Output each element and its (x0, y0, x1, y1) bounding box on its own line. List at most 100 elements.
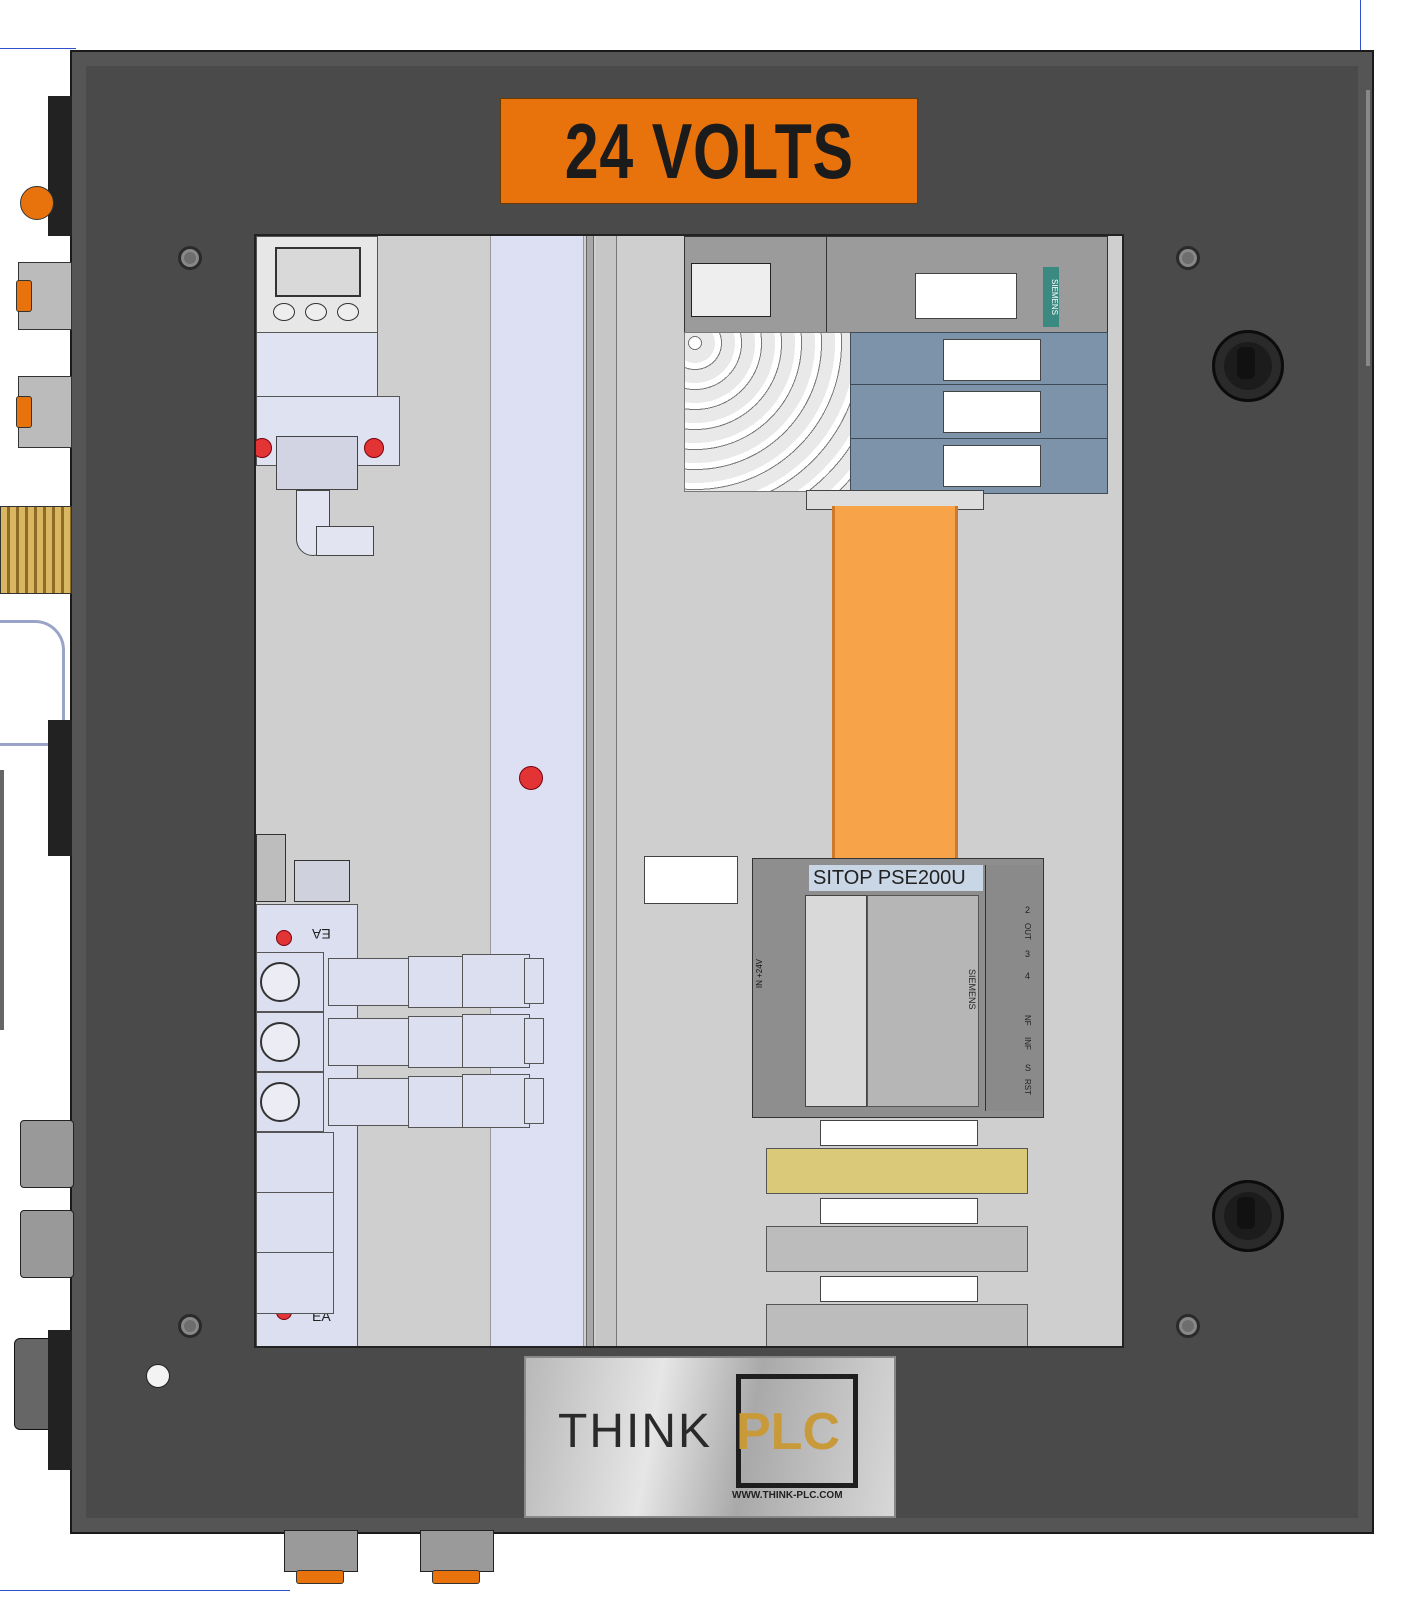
solenoid-valve (256, 1072, 546, 1132)
left-side-panel-block (48, 1330, 72, 1470)
plc-cpu-connector (684, 236, 828, 334)
left-side-panel-block (48, 720, 72, 856)
cable-grommet-icon (1212, 330, 1284, 402)
solenoid-cap (524, 958, 544, 1004)
solenoid-cap (524, 1078, 544, 1124)
solenoid-cap (524, 1018, 544, 1064)
solenoid-coil (328, 1018, 410, 1066)
io-terminal-block (684, 332, 852, 492)
left-side-conduit (0, 770, 4, 1030)
solenoid-connector (462, 1014, 530, 1068)
bottom-cable-gland-icon (420, 1530, 494, 1572)
mounting-point-dot (276, 930, 292, 946)
corner-screw-icon (178, 1314, 202, 1338)
solenoid-valve (256, 1012, 546, 1072)
psu-brand: SIEMENS (967, 969, 977, 1010)
psu-front-panel (805, 895, 867, 1107)
terminal-marker-strip (820, 1120, 978, 1146)
white-status-dot (146, 1364, 170, 1388)
manifold-port-label: EA (312, 926, 331, 942)
corner-screw-icon (178, 246, 202, 270)
up-arrow-icon[interactable] (273, 303, 295, 321)
io-label-slot (943, 445, 1041, 487)
m12-connector-icon (20, 1120, 74, 1188)
left-side-panel-block (48, 96, 72, 236)
terminal-block-row (766, 1304, 1028, 1346)
manifold-fitting-icon (294, 860, 350, 902)
wire-duct (832, 506, 958, 858)
valve-port-icon (260, 1082, 300, 1122)
plc-brand-strip: SIEMENS (1043, 267, 1059, 327)
cable-grommet-icon (1212, 1180, 1284, 1252)
manifold-station (256, 1192, 334, 1254)
terminal-block-row (766, 1226, 1028, 1272)
cad-guide-line-top (0, 48, 76, 49)
io-label-slot (943, 339, 1041, 381)
power-plug-icon (691, 263, 771, 317)
rail-divider (586, 236, 594, 1346)
rail-divider (596, 236, 617, 1346)
m12-connector-icon (20, 1210, 74, 1278)
solenoid-coil (408, 1016, 464, 1068)
manifold-block (256, 834, 286, 902)
psu-terminal-label: RST (1023, 1079, 1032, 1095)
solenoid-coil (328, 958, 410, 1006)
voltage-warning-label: 24 VOLTS (500, 98, 918, 204)
logo-think-text: THINK (558, 1405, 712, 1458)
bottom-cable-gland-icon (284, 1530, 358, 1572)
psu-terminal-strip (985, 865, 1042, 1111)
io-label-slot (943, 391, 1041, 433)
valve-port-icon (260, 1022, 300, 1062)
bottom-cable-gland-tip (296, 1570, 344, 1584)
controller-display (275, 247, 361, 297)
voltage-label-text: 24 VOLTS (564, 106, 854, 195)
valve-port-icon (260, 962, 300, 1002)
psu-terminal-label: 2 (1025, 905, 1031, 915)
psu-terminal-label: NF (1023, 1015, 1032, 1026)
mounting-point-dot (364, 438, 384, 458)
bottom-cable-gland-tip (432, 1570, 480, 1584)
nameplate-url: WWW.THINK-PLC.COM (732, 1490, 843, 1501)
viewing-window: EA EA SIEMENS (254, 234, 1124, 1348)
down-arrow-icon[interactable] (337, 303, 359, 321)
mounting-point-dot (256, 438, 272, 458)
m12-connector-tip (16, 280, 32, 312)
m12-connector-tip (16, 396, 32, 428)
power-supply: SITOP PSE200U SIEMENS IN +24V 2 OUT 3 4 … (752, 858, 1044, 1118)
psu-led-panel (867, 895, 979, 1107)
solenoid-coil (408, 1076, 464, 1128)
cpu-label-slot (915, 273, 1017, 319)
manifold-station (256, 1252, 334, 1314)
cad-guide-line-right (1360, 0, 1361, 52)
solenoid-connector (462, 1074, 530, 1128)
logo-frame (736, 1374, 858, 1488)
io-module (850, 332, 1108, 386)
psu-terminal-label: OUT (1023, 923, 1032, 940)
manifold-station (256, 1132, 334, 1194)
terminal-block-row (766, 1148, 1028, 1194)
psu-terminal-label: S (1025, 1063, 1032, 1073)
m12-connector-icon (20, 186, 54, 220)
cad-guide-line-bottom (0, 1590, 290, 1591)
left-side-bracket (0, 620, 65, 746)
terminal-marker-strip (820, 1198, 978, 1224)
solenoid-coil (328, 1078, 410, 1126)
io-module (850, 384, 1108, 440)
enter-button-icon[interactable] (305, 303, 327, 321)
cable-gland-icon (0, 506, 72, 594)
terminal-marker-strip (820, 1276, 978, 1302)
corner-screw-icon (1176, 1314, 1200, 1338)
pressure-regulator-body (256, 332, 378, 398)
psu-model-label: SITOP PSE200U (809, 865, 983, 891)
psu-terminal-label: 4 (1025, 971, 1031, 981)
psu-terminal-label: INF (1023, 1037, 1032, 1050)
solenoid-coil (408, 956, 464, 1008)
right-side-hinge (1366, 90, 1370, 366)
psu-input-label: IN +24V (755, 959, 764, 989)
solenoid-connector (462, 954, 530, 1008)
elbow-fitting-icon (316, 526, 374, 556)
blank-label (644, 856, 738, 904)
io-module (850, 438, 1108, 494)
vertical-rail (490, 236, 584, 1346)
mounting-point-dot (519, 766, 543, 790)
